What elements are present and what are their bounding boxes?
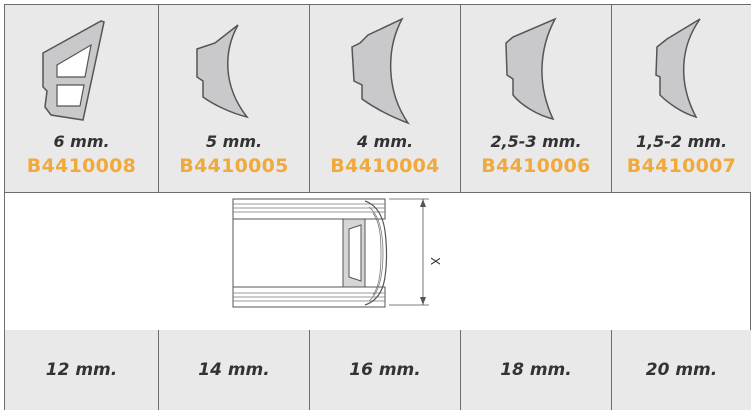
product-code: B4410005 — [179, 155, 289, 177]
width-cell: 12 mm. — [5, 330, 158, 410]
profile-thickness: 6 mm. — [53, 132, 110, 151]
width-label: 14 mm. — [198, 360, 270, 380]
product-code: B4410004 — [330, 155, 440, 177]
width-cell: 20 mm. — [612, 330, 751, 410]
width-cell: 16 mm. — [310, 330, 460, 410]
profile-cell: 5 mm. B4410005 — [159, 5, 309, 192]
width-cell: 18 mm. — [461, 330, 611, 410]
dimension-label: X — [428, 257, 442, 265]
width-label: 20 mm. — [645, 360, 718, 380]
profile-cell: 2,5-3 mm. B4410006 — [461, 5, 611, 192]
width-label: 16 mm. — [349, 360, 421, 380]
profile-thickness: 2,5-3 mm. — [490, 132, 582, 151]
profile-thickness: 1,5-2 mm. — [635, 132, 728, 151]
profile-cell: 6 mm. B4410008 — [5, 5, 158, 192]
curved-profile-shape-icon — [196, 24, 249, 119]
width-label: 12 mm. — [45, 360, 118, 380]
product-table: 6 mm. B4410008 5 mm. B4410005 4 mm. B441… — [4, 4, 751, 410]
profile-cross-section-icon: X — [232, 198, 442, 308]
profile-cell: 4 mm. B4410004 — [310, 5, 460, 192]
product-code: B4410007 — [626, 155, 737, 177]
hollow-profile-shape-icon — [42, 20, 105, 121]
width-label: 18 mm. — [500, 360, 572, 380]
profile-thickness: 5 mm. — [205, 132, 263, 151]
width-cell: 14 mm. — [159, 330, 309, 410]
curved-profile-shape-icon — [505, 17, 557, 121]
profile-thickness: 4 mm. — [356, 132, 414, 151]
curved-profile-shape-icon — [655, 18, 701, 119]
curved-profile-shape-icon — [351, 17, 410, 125]
product-code: B4410008 — [26, 155, 137, 177]
profile-cell: 1,5-2 mm. B4410007 — [612, 5, 751, 192]
product-code: B4410006 — [481, 155, 591, 177]
